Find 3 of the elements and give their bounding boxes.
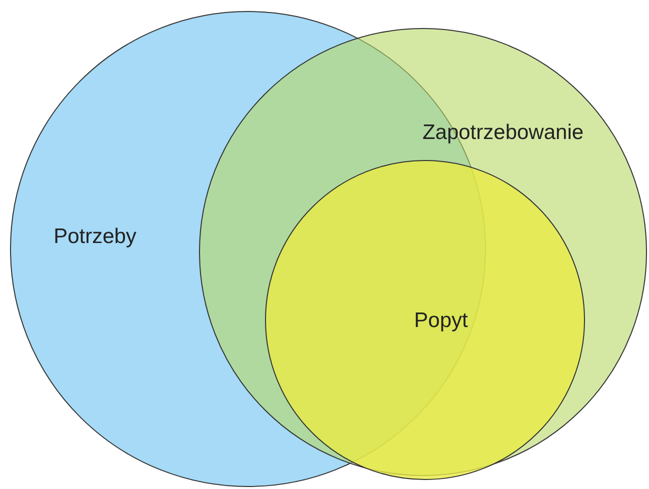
- set-label: Potrzeby: [54, 225, 136, 249]
- set-label: Popyt: [414, 309, 468, 333]
- set-label: Zapotrzebowanie: [422, 121, 584, 145]
